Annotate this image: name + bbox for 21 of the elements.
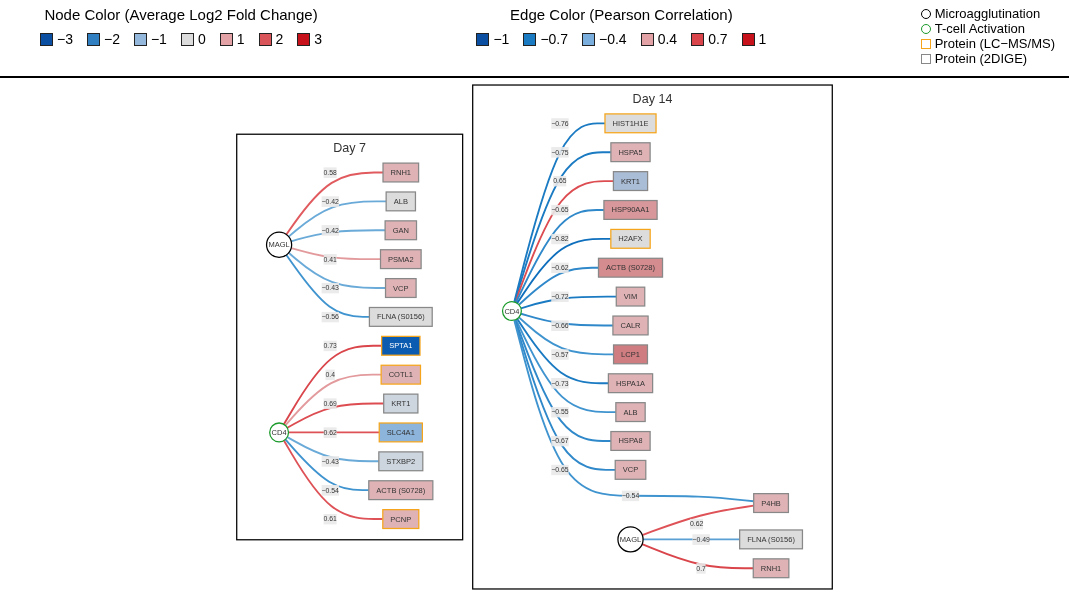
legend-label: −3 <box>57 31 73 47</box>
legend-label: Protein (LC−MS/MS) <box>934 36 1055 51</box>
legend-label: Microagglutination <box>934 6 1041 21</box>
legend-label: −1 <box>150 31 167 47</box>
legend-label: 1 <box>236 31 245 47</box>
connector <box>285 171 384 236</box>
legend-label: 0 <box>197 31 206 47</box>
legend-label: −2 <box>103 31 120 47</box>
legend-label: −0.4 <box>599 31 627 47</box>
legend-label: 1 <box>758 31 767 47</box>
legend-label: 0.4 <box>657 31 678 47</box>
legend-label: 0.7 <box>708 31 728 47</box>
legend-title: Node Color (Average Log2 Fold Change) <box>44 6 318 23</box>
legend-label: 3 <box>314 31 323 47</box>
legend-label: T-cell Activation <box>934 21 1026 36</box>
legend-title: Edge Color (Pearson Correlation) <box>510 6 733 23</box>
legend-label: −0.7 <box>540 31 568 47</box>
legend-label: 2 <box>275 31 284 47</box>
legend-label: Protein (2DIGE) <box>934 51 1028 66</box>
connector <box>284 373 383 427</box>
legend-label: −1 <box>493 31 510 47</box>
